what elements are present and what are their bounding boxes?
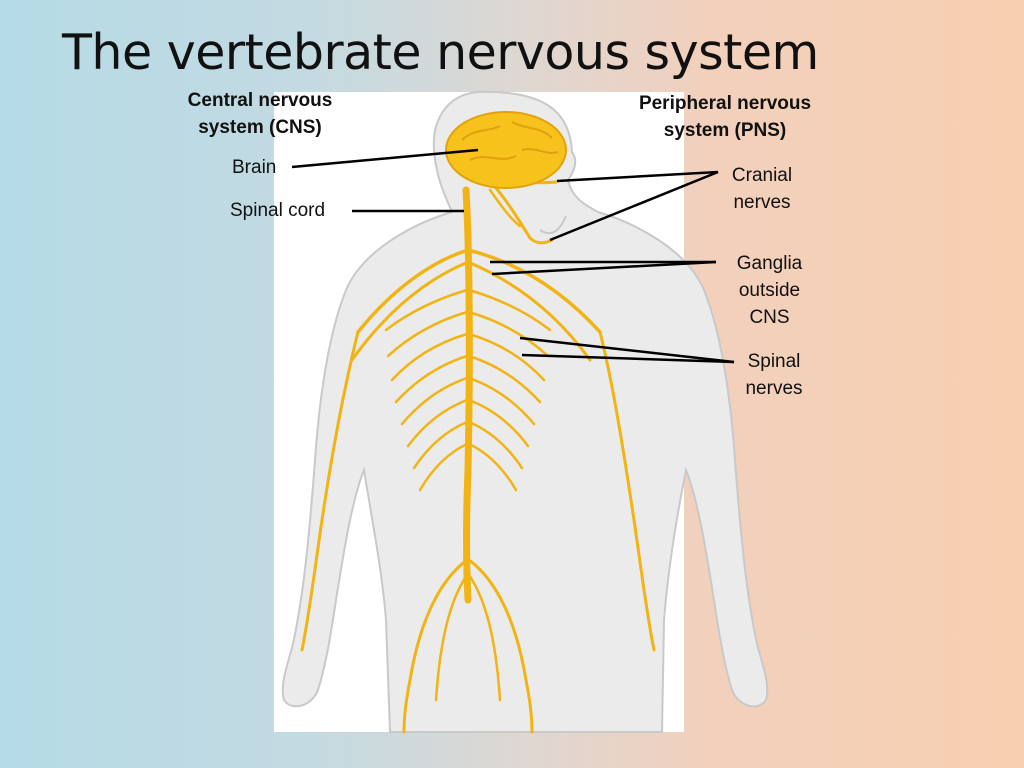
cranial-nerves-line2: nerves bbox=[733, 192, 791, 213]
spinal-cord-label: Spinal cord bbox=[230, 200, 326, 221]
brain-label: Brain bbox=[232, 157, 277, 178]
cns-header-line1: Central nervous bbox=[187, 90, 333, 111]
leader-lines bbox=[291, 148, 735, 364]
spinal-cord bbox=[462, 186, 473, 604]
cranial-nerves-line1: Cranial bbox=[731, 165, 793, 186]
cranial-nerves-label: Cranial nerves bbox=[722, 162, 802, 216]
brain-leader bbox=[291, 148, 479, 169]
ganglia-line3: CNS bbox=[749, 307, 790, 328]
ganglia-line2: outside bbox=[738, 280, 801, 301]
spinal-nerves-leader-2 bbox=[521, 353, 735, 364]
pns-header-line2: system (PNS) bbox=[663, 120, 787, 141]
slide-title: The vertebrate nervous system bbox=[62, 24, 819, 81]
ganglia-leader-2 bbox=[491, 260, 717, 276]
spinal-nerves-leader-1 bbox=[519, 336, 735, 364]
spinal-nerves-line2: nerves bbox=[745, 378, 803, 399]
spinal-nerves-label: Spinal nerves bbox=[736, 348, 812, 402]
pns-header-line1: Peripheral nervous bbox=[638, 93, 812, 114]
ganglia-label: Ganglia outside CNS bbox=[727, 250, 812, 331]
head-outline bbox=[539, 215, 567, 235]
spinal-nerves-line1: Spinal bbox=[747, 351, 801, 372]
brain bbox=[445, 111, 567, 189]
ganglia-line1: Ganglia bbox=[736, 253, 803, 274]
pns-header: Peripheral nervous system (PNS) bbox=[605, 90, 845, 144]
body-silhouette bbox=[281, 90, 769, 733]
cns-header-line2: system (CNS) bbox=[198, 117, 322, 138]
cranial-leader-1 bbox=[556, 170, 719, 183]
cranial-leader-2 bbox=[549, 170, 719, 242]
cns-header: Central nervous system (CNS) bbox=[150, 87, 370, 141]
